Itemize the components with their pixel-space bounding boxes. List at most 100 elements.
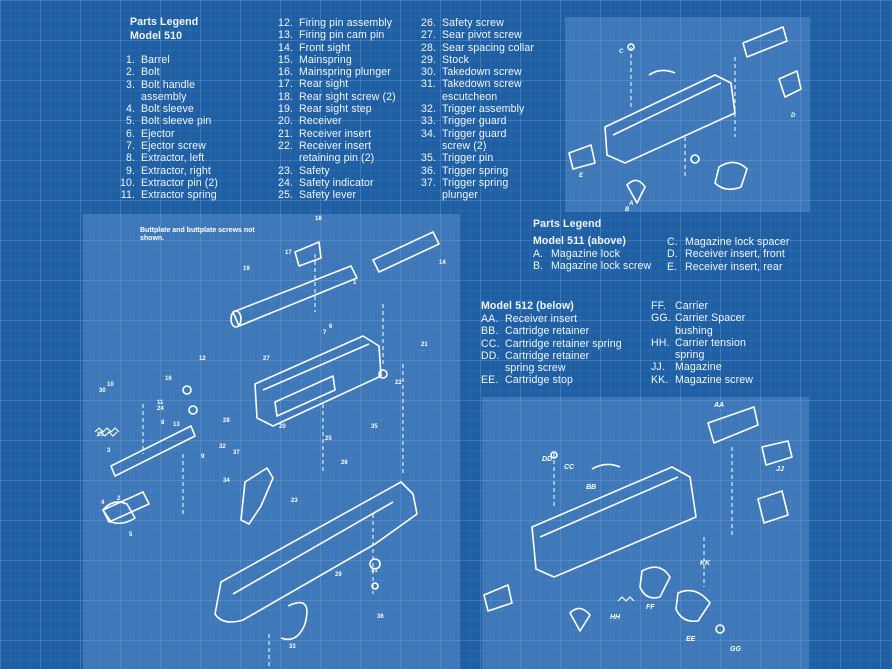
legend-item-number: 23. <box>277 164 293 177</box>
legend-item: 23. Safety <box>265 165 396 177</box>
legend-item-text: Receiver insert <box>299 139 372 152</box>
legend-item: 22. Receiver insert <box>265 140 396 152</box>
legend-item-number: 27. <box>420 29 436 42</box>
legend-item-continuation: bushing <box>675 324 713 337</box>
legend-item-text: Safety <box>299 164 330 177</box>
callout-10: 10 <box>107 382 114 388</box>
legend-item-number: KK. <box>651 373 669 386</box>
legend-item-text: Carrier Spacer <box>675 312 746 325</box>
legend-item-continuation: screw (2) <box>442 139 487 152</box>
legend-item-number: 9. <box>125 164 135 177</box>
legend-item-text: Extractor, left <box>141 152 205 165</box>
legend-item: 4.Bolt sleeve <box>107 103 218 115</box>
legend-item-number: 22. <box>277 139 293 152</box>
legend-item-number: B. <box>533 260 544 273</box>
legend-item: 5.Bolt sleeve pin <box>107 115 218 127</box>
legend-item-number: 8. <box>125 152 135 165</box>
callout-30: 30 <box>99 388 106 394</box>
callout-3: 3 <box>107 448 111 454</box>
callout-C: C <box>619 49 624 55</box>
legend-item-number: GG. <box>651 312 671 325</box>
legend-item: 3. Bolt handle <box>107 79 218 91</box>
legend-item-number: 2. <box>125 66 135 79</box>
callout-AA: AA <box>713 402 724 409</box>
callout-5: 5 <box>129 532 133 538</box>
legend-item: C.Magazine lock spacer <box>667 236 789 248</box>
legend-item: 37.Trigger spring <box>408 177 534 189</box>
model-511-diagram-panel <box>565 17 810 212</box>
callout-E: E <box>579 173 584 179</box>
callout-33: 33 <box>289 644 296 650</box>
model-511-exploded-diagram: A B C D E <box>568 26 802 212</box>
callout-15: 15 <box>97 432 104 438</box>
barrel-part <box>230 265 358 328</box>
legend-item-text: Safety lever <box>299 189 357 202</box>
legend-item: D.Receiver insert, front <box>667 248 789 260</box>
callout-1: 1 <box>353 280 357 286</box>
legend-item-number: 10. <box>119 176 135 189</box>
callout-22: 22 <box>395 380 402 386</box>
legend-item: 1.Barrel <box>107 54 218 66</box>
legend-item-text: Carrier <box>675 300 709 312</box>
legend-item-number: C. <box>667 236 678 248</box>
legend-item-text: Stock <box>442 53 469 66</box>
legend-item-text: Sear pivot screw <box>442 29 522 42</box>
legend-item-text: Rear sight screw (2) <box>299 90 396 103</box>
legend-item-number: AA. <box>481 313 499 325</box>
legend-item-text: Rear sight <box>299 78 349 91</box>
legend-item: B.Magazine lock screw <box>533 260 651 272</box>
legend-item: KK.Magazine screw <box>651 374 753 386</box>
legend-item-text: Extractor spring <box>141 189 217 202</box>
callout-35: 35 <box>371 424 378 430</box>
callout-29: 29 <box>335 572 342 578</box>
trigger-part <box>240 467 274 525</box>
legend-item-text: Extractor pin (2) <box>141 176 219 189</box>
callout-28: 28 <box>223 418 230 424</box>
legend-item: 20.Receiver <box>265 115 396 127</box>
legend-item-number: CC. <box>481 337 500 350</box>
model-512-diagram-panel <box>482 397 809 669</box>
callout-12: 12 <box>199 356 206 362</box>
legend-item-number: 12. <box>277 17 293 29</box>
legend-item-number: A. <box>533 248 544 260</box>
legend-item: 7.Ejector screw <box>107 140 218 152</box>
callout-6: 6 <box>329 324 333 330</box>
legend-item-number: 1. <box>125 54 135 66</box>
legend-item-continuation: spring screw <box>505 362 566 375</box>
legend-item-number: 32. <box>420 103 436 116</box>
legend-item: 16.Mainspring plunger <box>265 66 396 78</box>
legend-item-number: 19. <box>277 103 293 116</box>
legend-510-model: Model 510 <box>130 30 183 43</box>
legend-item-number: DD. <box>481 349 500 362</box>
legend-item-number: 37. <box>420 176 436 189</box>
legend-item-text: Cartridge retainer <box>505 349 590 362</box>
callout-18: 18 <box>315 216 322 222</box>
stock-part <box>214 481 418 623</box>
legend-item-text: Takedown screw <box>442 66 522 79</box>
legend-item-number: 31. <box>420 78 436 91</box>
legend-item-text: Bolt handle <box>141 78 196 91</box>
legend-item: 18.Rear sight screw (2) <box>265 91 396 103</box>
legend-item: CC.Cartridge retainer spring <box>481 338 622 350</box>
legend-item-text: Firing pin cam pin <box>299 29 385 42</box>
legend-item-number: 11. <box>120 189 135 202</box>
legend-item-text: Cartridge retainer <box>505 325 590 338</box>
receiver-511-part <box>604 74 736 164</box>
legend-item-number: HH. <box>651 336 670 349</box>
legend-item: 26.Safety screw <box>408 17 534 29</box>
legend-item-text: Bolt sleeve pin <box>141 115 212 128</box>
legend-item: 34.Trigger guard <box>408 128 534 140</box>
legend-item: 6.Ejector <box>107 128 218 140</box>
legend-item-number: 20. <box>277 115 293 128</box>
callout-HH: HH <box>610 614 621 621</box>
legend-item: 32.Trigger assembly <box>408 103 534 115</box>
legend-item-text: Trigger guard <box>442 127 507 140</box>
legend-item-number: 3. <box>125 78 135 91</box>
legend-item: 25.Safety lever <box>265 189 396 201</box>
legend-item-number: 33. <box>420 115 436 128</box>
legend-item: 21.Receiver insert <box>265 128 396 140</box>
callout-21: 21 <box>421 342 428 348</box>
